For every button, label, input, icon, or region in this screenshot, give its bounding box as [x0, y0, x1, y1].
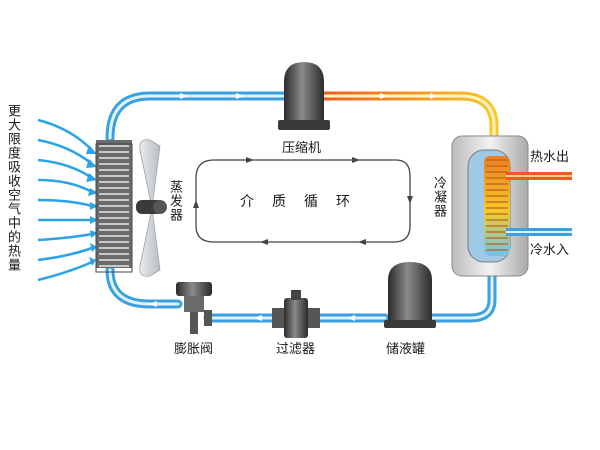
- hot-water-out-label: 热水出: [530, 150, 570, 165]
- compressor-icon: [278, 62, 330, 130]
- medium-cycle-label: 介质循环: [240, 194, 368, 210]
- air-intake-arrows: [37, 118, 93, 282]
- water-pipes: [506, 172, 572, 236]
- flow-arrow-icon: [149, 93, 438, 321]
- compressor-label: 压缩机: [282, 141, 322, 156]
- coil-tubes: [99, 145, 129, 267]
- medium-cycle-loop: [195, 159, 411, 243]
- flow-arrow-icon: [193, 157, 413, 245]
- receiver-label: 储液罐: [386, 342, 426, 357]
- receiver-tank-icon: [384, 262, 436, 328]
- condenser-label: 冷凝器: [431, 176, 446, 218]
- condenser-tank-icon: [451, 135, 529, 277]
- filter-label: 过滤器: [276, 342, 316, 357]
- air-heat-label: 更大限度吸收空气中的热量: [5, 104, 20, 272]
- air-arrow-heads: [86, 145, 98, 266]
- cold-water-in-label: 冷水入: [530, 243, 570, 258]
- filter-icon: [272, 290, 320, 338]
- expansion-valve-label: 膨胀阀: [174, 342, 214, 357]
- evaporator-label: 蒸发器: [167, 180, 182, 222]
- fan-icon: [136, 139, 167, 277]
- expansion-valve-icon: [176, 282, 212, 334]
